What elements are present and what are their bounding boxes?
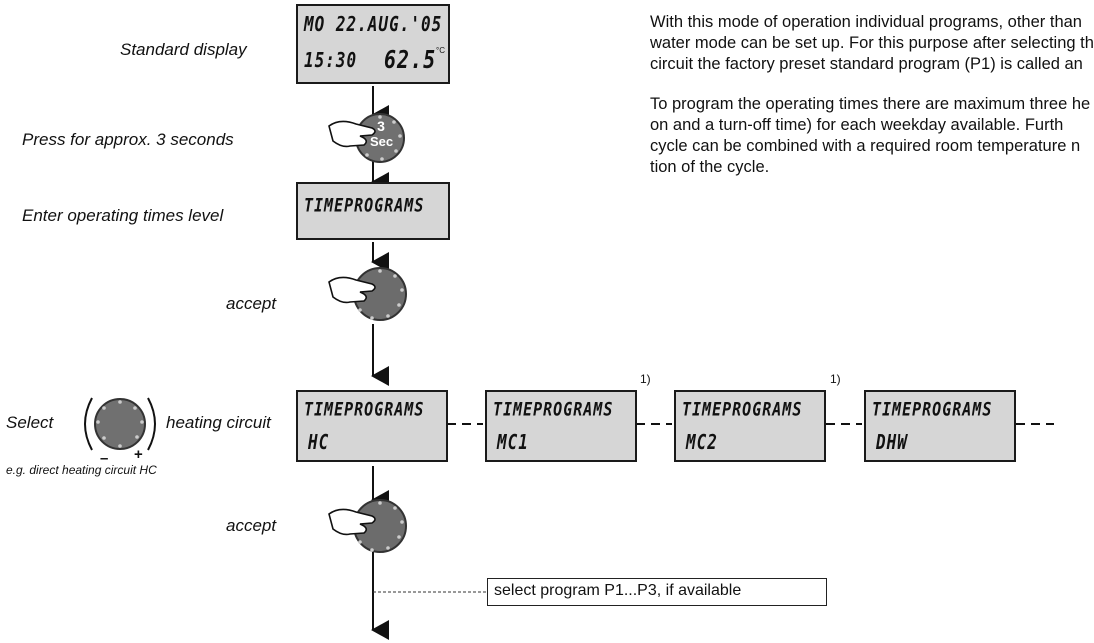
knob-seconds-unit: Sec <box>370 134 394 149</box>
description-line <box>650 75 1070 94</box>
step-example: e.g. direct heating circuit HC <box>6 463 157 477</box>
lcd-temp: 62.5 <box>384 44 437 74</box>
lcd-circuit-hc: TIMEPROGRAMS HC <box>296 390 448 462</box>
dial-minus-label: – <box>100 450 109 467</box>
description-line: circuit the factory preset standard prog… <box>650 55 1083 73</box>
description-line: With this mode of operation individual p… <box>650 13 1082 31</box>
description-line: To program the operating times there are… <box>650 95 1091 113</box>
hand-icons <box>328 120 376 536</box>
flow-connectors <box>84 86 1054 640</box>
rotary-selector-icon <box>84 397 156 451</box>
step-press-hold: Press for approx. 3 seconds <box>22 130 234 149</box>
lcd-mc1-value: MC1 <box>497 430 529 454</box>
lcd-circuit-mc2: TIMEPROGRAMS MC2 <box>674 390 826 462</box>
option-select-program: select program P1...P3, if available <box>487 578 827 606</box>
step-heating-circuit: heating circuit <box>166 413 271 432</box>
lcd-dhw-value: DHW <box>876 430 908 454</box>
footnote-mark-mc2: 1) <box>830 372 841 386</box>
step-select-word: Select <box>6 413 54 432</box>
step-accept-2: accept <box>226 516 277 535</box>
lcd-mc1-title: TIMEPROGRAMS <box>493 398 614 421</box>
step-enter-level: Enter operating times level <box>22 206 224 225</box>
knob-3sec-label: 3 Sec <box>370 118 394 150</box>
lcd-time: 15:30 <box>304 48 358 72</box>
step-standard-display: Standard display <box>120 40 247 59</box>
description-text: With this mode of operation individual p… <box>650 12 1094 178</box>
lcd-temp-unit: °C <box>436 46 445 55</box>
description-line: tion of the cycle. <box>650 158 770 176</box>
description-line: water mode can be set up. For this purpo… <box>650 34 1094 52</box>
lcd-circuit-dhw: TIMEPROGRAMS DHW <box>864 390 1016 462</box>
lcd-circuit-mc1: TIMEPROGRAMS MC1 <box>485 390 637 462</box>
lcd-hc-title: TIMEPROGRAMS <box>304 398 425 421</box>
lcd-mc2-value: MC2 <box>686 430 718 454</box>
lcd-title: TIMEPROGRAMS <box>304 194 425 217</box>
dial-plus-label: + <box>134 446 143 463</box>
lcd-mc2-title: TIMEPROGRAMS <box>682 398 803 421</box>
lcd-hc-value: HC <box>308 430 330 454</box>
step-accept-1: accept <box>226 294 277 313</box>
footnote-mark-mc1: 1) <box>640 372 651 386</box>
lcd-date: MO 22.AUG.'05 <box>304 12 443 36</box>
description-line: on and a turn-off time) for each weekday… <box>650 116 1064 134</box>
knob-seconds-number: 3 <box>377 118 385 134</box>
lcd-standard-display: MO 22.AUG.'05 15:30 62.5 °C <box>296 4 450 84</box>
lcd-dhw-title: TIMEPROGRAMS <box>872 398 993 421</box>
description-line: cycle can be combined with a required ro… <box>650 137 1081 155</box>
lcd-timeprograms-level: TIMEPROGRAMS <box>296 182 450 240</box>
